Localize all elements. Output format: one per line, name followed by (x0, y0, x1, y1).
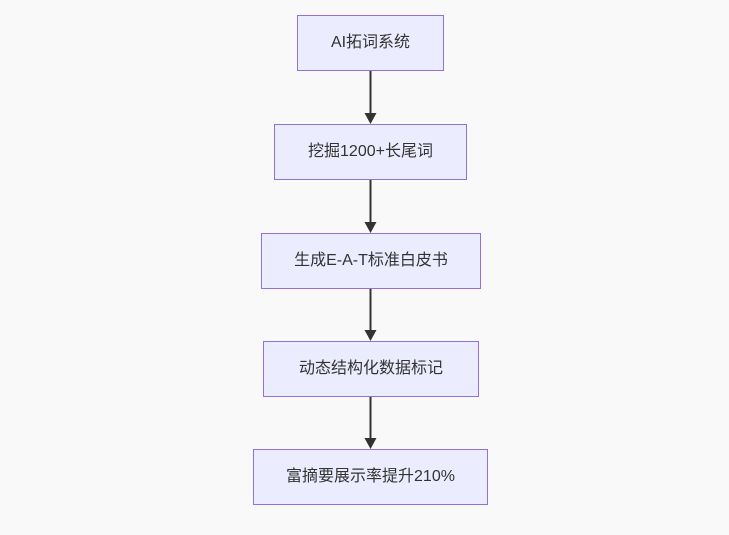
flow-node-label: 生成E-A-T标准白皮书 (294, 252, 448, 270)
flow-arrow-4 (364, 397, 377, 449)
flow-node-step-3: 生成E-A-T标准白皮书 (261, 233, 481, 289)
flow-arrow-2 (364, 180, 377, 233)
flow-node-step-2: 挖掘1200+长尾词 (274, 124, 467, 180)
flow-arrow-3 (364, 289, 377, 341)
flow-node-step-5: 富摘要展示率提升210% (253, 449, 488, 505)
flow-node-label: 挖掘1200+长尾词 (308, 143, 433, 161)
flow-node-label: AI拓词系统 (330, 34, 411, 52)
flow-node-step-1: AI拓词系统 (297, 15, 444, 71)
flow-node-label: 动态结构化数据标记 (298, 360, 443, 378)
flow-arrow-1 (364, 71, 377, 124)
flow-node-label: 富摘要展示率提升210% (286, 468, 455, 486)
flow-node-step-4: 动态结构化数据标记 (263, 341, 479, 397)
